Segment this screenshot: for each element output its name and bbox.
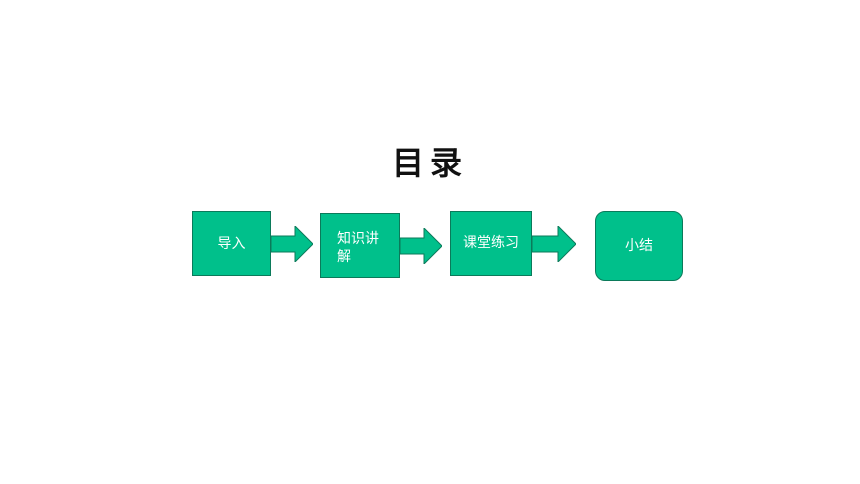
flow-step-label: 小结 [625,238,653,254]
flow-step-intro: 导入 [192,211,271,276]
flow-step-label: 课堂练习 [463,235,519,251]
flow-arrow-3 [532,226,576,262]
page-title: 目录 [391,144,468,182]
flow-step-label: 导入 [217,235,246,252]
flow-step-knowledge: 知识讲解 [320,213,400,278]
flow-arrow-2 [400,228,442,264]
flow-arrow-1 [271,226,313,262]
flow-step-summary: 小结 [595,211,683,281]
flow-step-label: 知识讲解 [337,231,379,265]
flow-step-practice: 课堂练习 [450,211,532,276]
